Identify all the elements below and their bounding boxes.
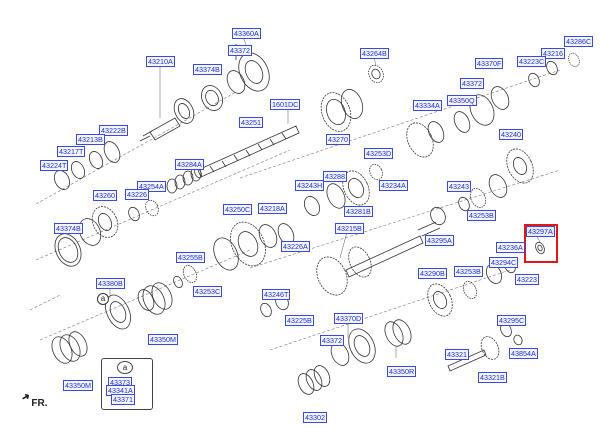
highlight-box (524, 224, 558, 263)
main-shaft (194, 125, 300, 179)
part-label-43254a[interactable]: 43254A (137, 181, 166, 192)
snap-rings (166, 166, 202, 194)
part-label-1601dc[interactable]: 1601DC (270, 99, 301, 110)
part-label-43854a[interactable]: 43854A (509, 348, 538, 359)
gear-43380b (51, 282, 173, 364)
part-label-43321[interactable]: 43321 (445, 349, 469, 360)
part-label-43213b[interactable]: 43213B (76, 134, 105, 145)
part-label-43374b-a[interactable]: 43374B (193, 64, 222, 75)
part-label-43243[interactable]: 43243 (447, 181, 471, 192)
part-label-43223[interactable]: 43223 (515, 274, 539, 285)
left-washers (53, 141, 121, 190)
part-label-43226a[interactable]: 43226A (281, 241, 310, 252)
front-direction-indicator: ➜FR. (19, 390, 48, 409)
part-label-43370d[interactable]: 43370D (334, 313, 364, 324)
output-shaft (316, 221, 441, 296)
part-label-43372-a[interactable]: 43372 (228, 45, 252, 56)
part-label-43295c[interactable]: 43295C (497, 315, 527, 326)
part-label-43264b[interactable]: 43264B (360, 48, 389, 59)
part-label-43321b[interactable]: 43321B (478, 372, 507, 383)
part-label-43224t[interactable]: 43224T (40, 160, 69, 171)
part-label-43360a[interactable]: 43360A (232, 28, 261, 39)
part-label-43350m-a[interactable]: 43350M (148, 334, 178, 345)
part-label-43240[interactable]: 43240 (499, 129, 523, 140)
part-label-43380b[interactable]: 43380B (96, 278, 125, 289)
part-label-43350m-b[interactable]: 43350M (63, 380, 93, 391)
part-label-43250c[interactable]: 43250C (223, 204, 253, 215)
callout-a-marker: a (97, 293, 109, 305)
part-label-43374b-b[interactable]: 43374B (54, 223, 83, 234)
part-label-43253b-b[interactable]: 43253B (454, 266, 483, 277)
part-label-43223c[interactable]: 43223C (517, 56, 547, 67)
part-label-43286c[interactable]: 43286C (564, 36, 594, 47)
part-label-43253d[interactable]: 43253D (364, 148, 394, 159)
part-label-43251[interactable]: 43251 (239, 117, 263, 128)
part-label-43253c[interactable]: 43253C (193, 286, 223, 297)
part-label-43236a[interactable]: 43236A (496, 242, 525, 253)
part-label-43371[interactable]: 43371 (111, 394, 135, 405)
part-label-43243h[interactable]: 43243H (295, 180, 325, 191)
part-label-43216[interactable]: 43216 (541, 48, 565, 59)
part-label-43225b[interactable]: 43225B (285, 315, 314, 326)
part-label-43370f[interactable]: 43370F (475, 58, 504, 69)
part-label-43270[interactable]: 43270 (326, 134, 350, 145)
part-label-43290b[interactable]: 43290B (418, 268, 447, 279)
part-label-43288[interactable]: 43288 (323, 171, 347, 182)
part-label-43350r[interactable]: 43350R (387, 366, 417, 377)
part-label-43294c[interactable]: 43294C (489, 257, 519, 268)
part-label-43350q[interactable]: 43350Q (447, 95, 477, 106)
part-label-43226[interactable]: 43226 (125, 189, 149, 200)
part-label-43297a[interactable]: 43297A (526, 226, 555, 237)
part-label-43246t[interactable]: 43246T (262, 289, 291, 300)
part-label-43334a[interactable]: 43334A (413, 100, 442, 111)
part-label-43234a[interactable]: 43234A (379, 180, 408, 191)
gear-43270 (320, 89, 364, 132)
part-label-43210a[interactable]: 43210A (146, 56, 175, 67)
part-label-43295a[interactable]: 43295A (425, 235, 454, 246)
part-label-43372-c[interactable]: 43372 (320, 335, 344, 346)
part-label-43215b[interactable]: 43215B (335, 223, 364, 234)
gear-43250c (213, 221, 295, 271)
part-label-43218a[interactable]: 43218A (258, 203, 287, 214)
part-label-43217t[interactable]: 43217T (57, 146, 86, 157)
part-label-43253b-a[interactable]: 43253B (467, 210, 496, 221)
part-label-43284a[interactable]: 43284A (175, 159, 204, 170)
part-label-43222b[interactable]: 43222B (99, 125, 128, 136)
part-label-43302[interactable]: 43302 (303, 412, 327, 423)
inset-letter: a (117, 361, 133, 374)
part-label-43255b[interactable]: 43255B (176, 252, 205, 263)
part-label-43281b[interactable]: 43281B (344, 206, 373, 217)
part-label-43372-b[interactable]: 43372 (460, 78, 484, 89)
part-label-43260[interactable]: 43260 (93, 190, 117, 201)
